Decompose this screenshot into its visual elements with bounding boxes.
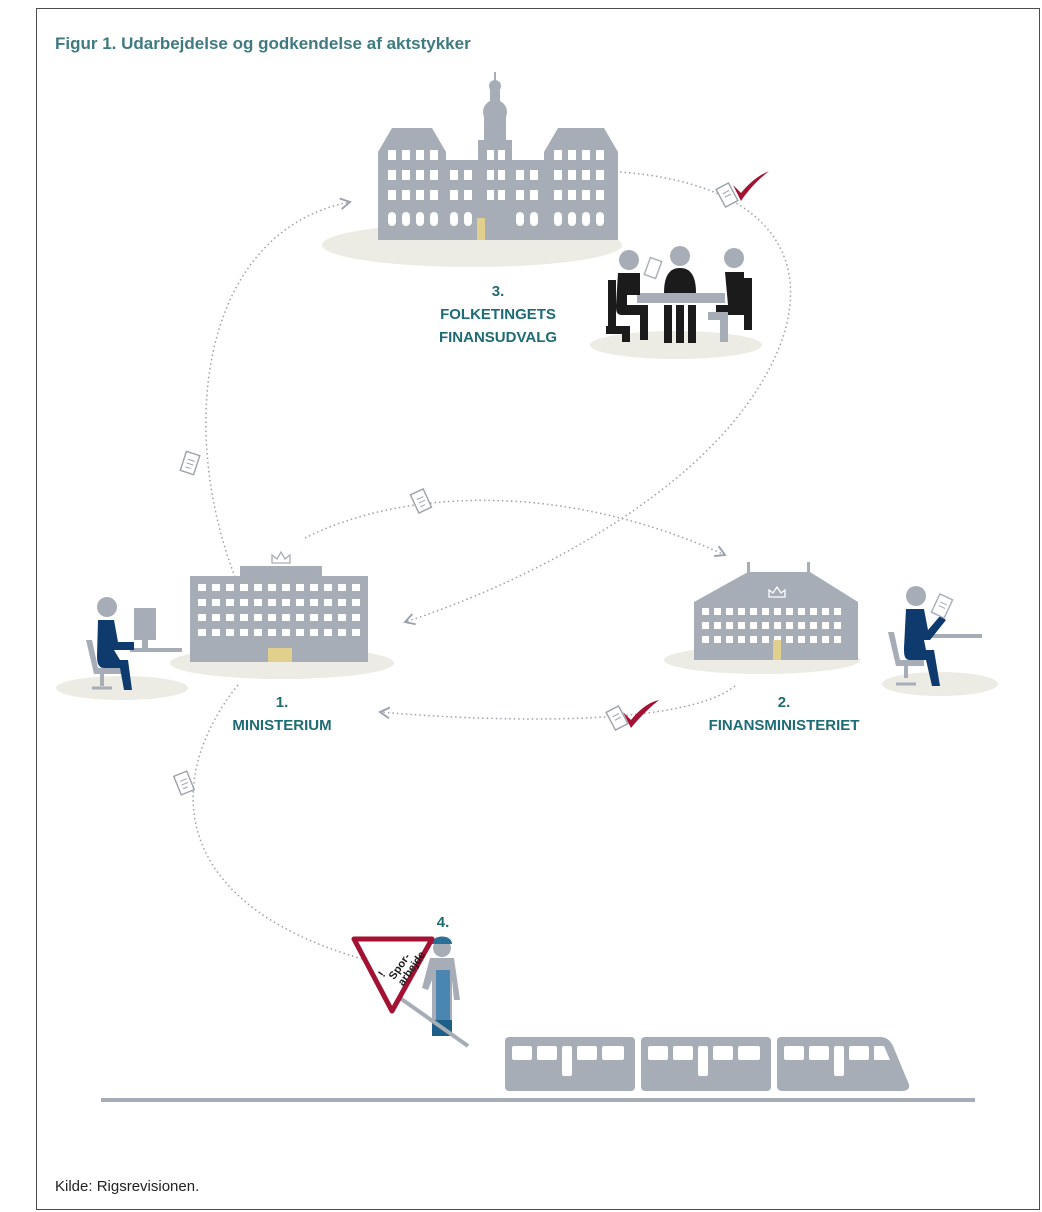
finance-employee-icon	[882, 586, 998, 696]
crown-icon	[271, 550, 291, 564]
step1-name: MINISTERIUM	[232, 717, 331, 734]
step2-number: 2.	[778, 694, 791, 711]
document-icon	[172, 770, 196, 796]
windows	[198, 584, 360, 636]
committee-meeting-icon	[590, 246, 762, 359]
source-note: Kilde: Rigsrevisionen.	[55, 1178, 200, 1195]
ministry-building-icon	[170, 550, 394, 679]
step3-name-line2: FINANSUDVALG	[439, 329, 557, 346]
document-icon	[179, 450, 201, 476]
track-worker-icon	[398, 936, 470, 1048]
step2-name: FINANSMINISTERIET	[709, 717, 860, 734]
arrow-ministerium-to-finansministeriet	[304, 499, 727, 557]
arrow-finansministeriet-to-ministerium	[378, 685, 736, 720]
approved-document-icon	[605, 700, 659, 732]
arrow-folketing-to-ministerium	[403, 171, 792, 626]
flow-arrows	[192, 171, 792, 969]
document-icon	[409, 488, 433, 514]
sign-exclamation: !	[376, 970, 388, 980]
approved-document-icon	[715, 171, 769, 209]
checkmark-icon	[733, 171, 769, 201]
step3-name-line1: FOLKETINGETS	[440, 306, 556, 323]
train-icon	[101, 1037, 975, 1102]
warning-sign-icon: ! Spor- arbejde	[351, 936, 435, 1014]
crown-icon	[768, 585, 786, 598]
step1-number: 1.	[276, 694, 289, 711]
arrow-ministerium-to-folketing	[205, 197, 352, 578]
parliament-building-icon	[322, 72, 622, 267]
step3-number: 3.	[492, 283, 505, 300]
checkmark-icon	[623, 700, 659, 728]
step4-number: 4.	[437, 914, 450, 931]
finance-ministry-building-icon	[664, 562, 860, 674]
ministry-employee-icon	[56, 597, 188, 700]
figure-title: Figur 1. Udarbejdelse og godkendelse af …	[55, 34, 471, 53]
